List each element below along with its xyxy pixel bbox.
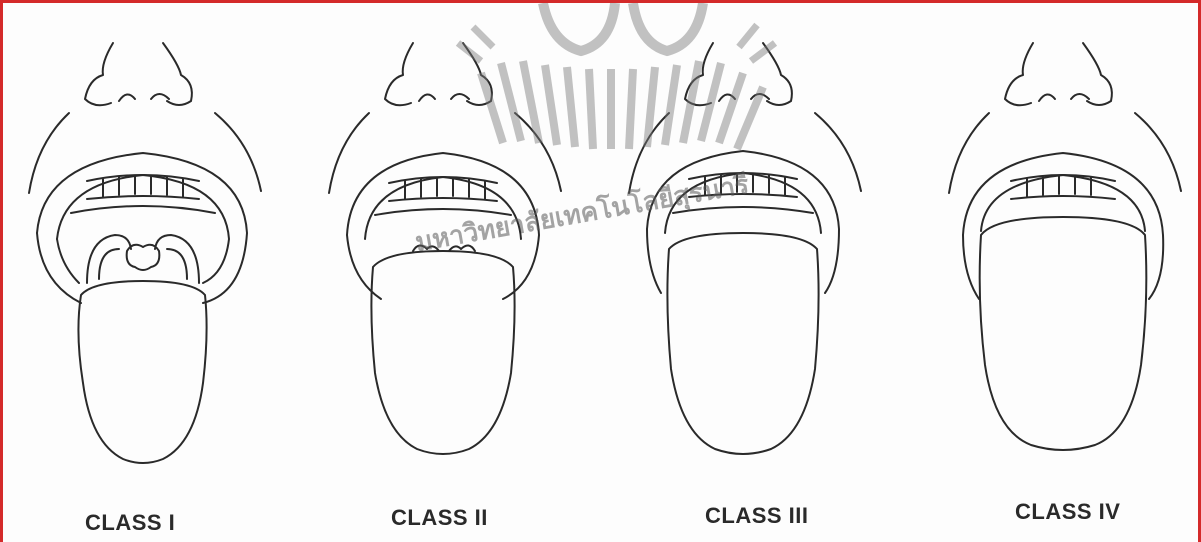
label-class-1: CLASS I [85,510,175,536]
mallampati-diagram [3,3,1201,542]
label-class-3: CLASS III [705,503,809,529]
panel-class-1-face [29,43,261,463]
label-class-2: CLASS II [391,505,488,531]
panel-class-4-face [949,43,1181,450]
panel-class-3-face [629,43,861,454]
label-class-4: CLASS IV [1015,499,1120,525]
watermark-logo [458,3,775,149]
